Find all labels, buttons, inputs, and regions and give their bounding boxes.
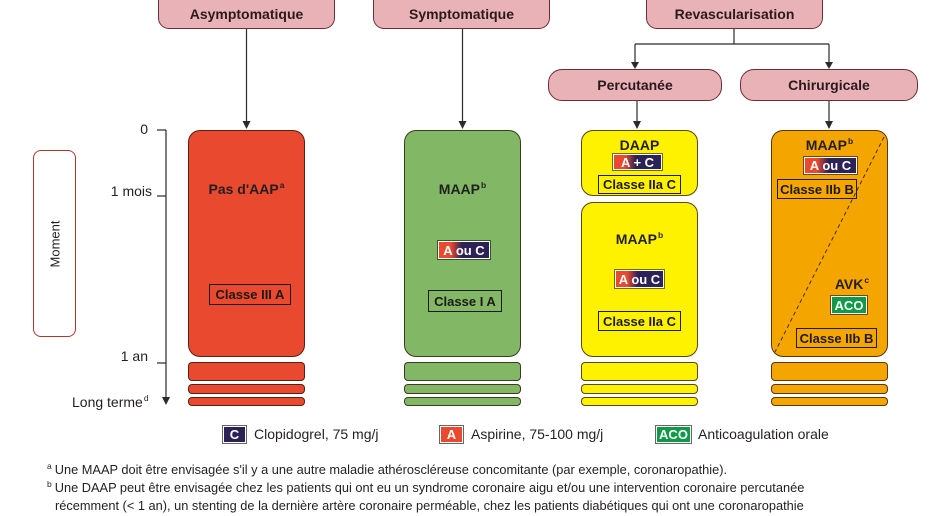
recommendation-class-box: Classe IIa C <box>598 311 681 331</box>
footnote-marker: b <box>658 230 664 240</box>
long-term-stripe <box>188 362 305 381</box>
time-axis-arrowhead <box>162 397 170 405</box>
therapy-text: AVK <box>834 276 864 292</box>
legend-label-aspirine: Aspirine, 75-100 mg/j <box>471 426 604 442</box>
footnote-marker: c <box>864 275 870 285</box>
long-term-stripe <box>581 384 698 394</box>
long-terme-text: Long terme <box>72 394 143 410</box>
drug-badge-aco: ACO <box>830 295 868 315</box>
header-percutanee-label: Percutanée <box>597 77 673 93</box>
dashed-diagonal-line <box>774 136 885 353</box>
legend-badge-clopidogrel: C <box>222 425 247 444</box>
percutanee-early-block: DAAP A + C Classe IIa C <box>581 130 698 196</box>
header-revascularisation: Revascularisation <box>646 0 823 29</box>
long-term-stripe <box>404 384 521 394</box>
long-term-stripe <box>581 397 698 406</box>
moment-axis-label: Moment <box>47 220 62 267</box>
tick-label-1-an: 1 an <box>120 348 148 364</box>
header-asymptomatique-label: Asymptomatique <box>189 6 304 22</box>
drug-badge: A ou C <box>437 240 491 260</box>
therapy-label: MAAPb <box>582 230 697 250</box>
header-symptomatique-label: Symptomatique <box>408 6 514 22</box>
header-chirurgicale: Chirurgicale <box>740 69 918 101</box>
therapy-label: Pas d'AAPa <box>189 180 304 200</box>
chirurgicale-column: MAAPb A ou C Classe IIb B AVKc ACO Class… <box>771 130 888 357</box>
legend-badge-aco: ACO <box>655 425 692 444</box>
arrowhead-percutanee-branch <box>631 62 639 69</box>
header-asymptomatique: Asymptomatique <box>158 0 335 29</box>
therapy-text: MAAP <box>615 231 658 247</box>
long-term-stripe <box>771 397 888 406</box>
long-term-stripe <box>404 397 521 406</box>
long-term-stripe <box>581 362 698 381</box>
header-revascularisation-label: Revascularisation <box>674 6 795 22</box>
arrowhead-asymptomatique <box>242 121 251 129</box>
legend-label-clopidogrel: Clopidogrel, 75 mg/j <box>254 426 379 442</box>
long-term-stripe <box>404 362 521 381</box>
footnote-text: Une DAAP peut être envisagée chez les pa… <box>54 480 805 495</box>
long-term-stripe <box>188 397 305 406</box>
therapy-text: MAAP <box>805 137 848 153</box>
therapy-label: MAAPb <box>405 180 520 200</box>
diagonal-divider <box>774 136 885 353</box>
therapy-text: Pas d'AAP <box>208 181 279 197</box>
recommendation-class-box: Classe IIb B <box>777 179 857 199</box>
tick-label-long-terme: Long termed <box>72 393 149 413</box>
drug-badge: A + C <box>612 153 663 171</box>
arrowhead-percutanee <box>633 121 641 129</box>
therapy-label: AVKc <box>827 275 877 295</box>
tick-label-1-mois: 1 mois <box>110 183 152 199</box>
therapy-label: MAAPb <box>772 136 887 156</box>
footnote-marker: b <box>848 136 854 146</box>
long-term-stripe <box>771 384 888 394</box>
therapy-label: DAAP <box>619 137 660 153</box>
header-percutanee: Percutanée <box>548 69 722 101</box>
footnote-marker: d <box>143 393 149 403</box>
footnote-marker: b <box>47 479 52 489</box>
tick-label-0: 0 <box>140 121 148 137</box>
drug-badge: A ou C <box>614 269 665 289</box>
therapy-text: MAAP <box>438 181 481 197</box>
arrowhead-chirurgicale-branch <box>825 62 833 69</box>
footnote-b-continuation: récemment (< 1 an), un stenting de la de… <box>55 498 804 513</box>
footnote-text: Une MAAP doit être envisagée s'il y a un… <box>54 462 728 477</box>
footnote-marker: b <box>481 180 487 190</box>
legend-badge-aspirine: A <box>439 425 464 444</box>
arrowhead-symptomatique <box>458 121 467 129</box>
recommendation-class-box: Classe IIb B <box>796 328 877 348</box>
header-symptomatique: Symptomatique <box>373 0 550 29</box>
percutanee-late-block: MAAPb A ou C Classe IIa C <box>581 202 698 357</box>
footnote-marker: a <box>279 180 285 190</box>
arrowhead-chirurgicale <box>825 121 833 129</box>
recommendation-class-box: Classe III A <box>209 284 291 305</box>
symptomatique-column: MAAPb A ou C Classe I A <box>404 130 521 357</box>
long-term-stripe <box>188 384 305 394</box>
drug-badge: A ou C <box>803 156 858 175</box>
moment-axis-box: Moment <box>33 150 76 337</box>
footnote-marker: a <box>47 461 52 471</box>
header-chirurgicale-label: Chirurgicale <box>788 77 870 93</box>
long-term-stripe <box>771 362 888 381</box>
legend-label-aco: Anticoagulation orale <box>698 426 829 442</box>
recommendation-class-box: Classe I A <box>428 290 502 312</box>
recommendation-class-box: Classe IIa C <box>598 175 681 194</box>
asymptomatique-column: Pas d'AAPa Classe III A <box>188 130 305 357</box>
